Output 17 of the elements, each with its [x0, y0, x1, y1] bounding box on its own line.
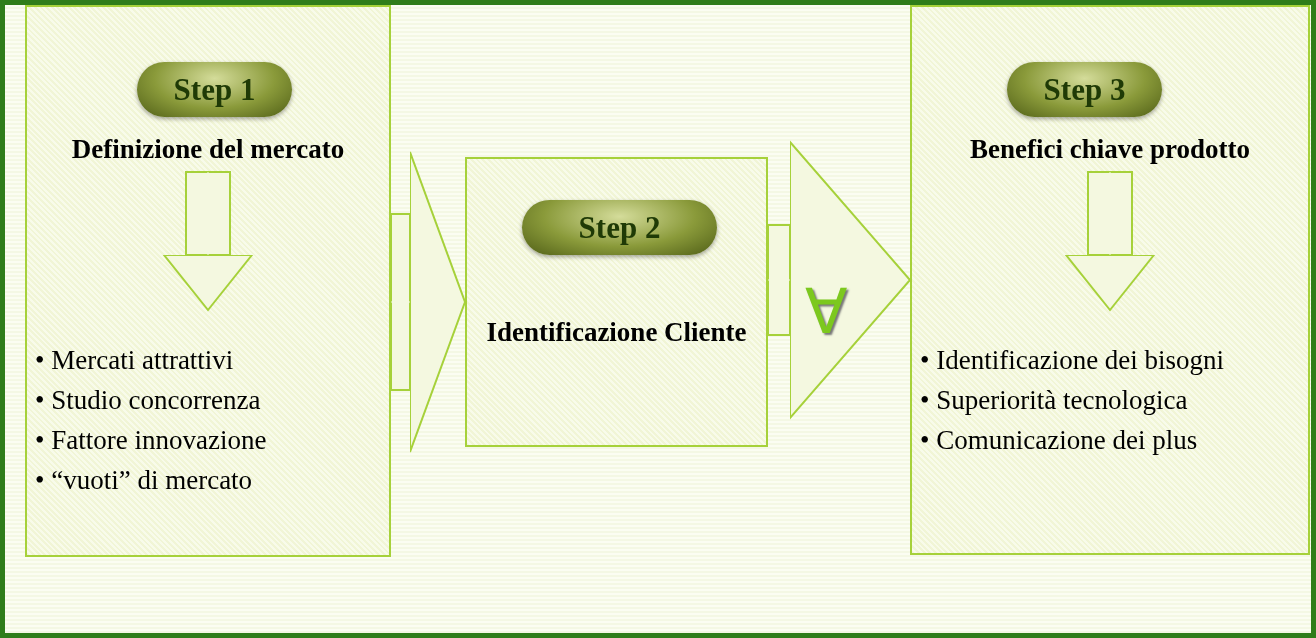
step-pill: Step 1 — [137, 62, 292, 117]
bullet-item: • Fattore innovazione — [35, 424, 268, 457]
bullet-item: • Superiorità tecnologica — [920, 384, 1189, 417]
bullet-item: • “vuoti” di mercato — [35, 464, 254, 497]
heading: Benefici chiave prodotto — [912, 127, 1308, 172]
bullet-item: • Studio concorrenza — [35, 384, 262, 417]
symbol-label: ∀ — [805, 277, 847, 348]
panel-box — [465, 157, 768, 447]
bullet-item: • Mercati attrattivi — [35, 344, 235, 377]
panel-box — [910, 5, 1310, 555]
step-pill: Step 3 — [1007, 62, 1162, 117]
bullet-item: • Comunicazione dei plus — [920, 424, 1199, 457]
heading: Identificazione Cliente — [467, 292, 766, 372]
heading: Definizione del mercato — [27, 127, 389, 172]
step-pill: Step 2 — [522, 200, 717, 255]
bullet-item: • Identificazione dei bisogni — [920, 344, 1226, 377]
panel-box — [25, 5, 391, 557]
